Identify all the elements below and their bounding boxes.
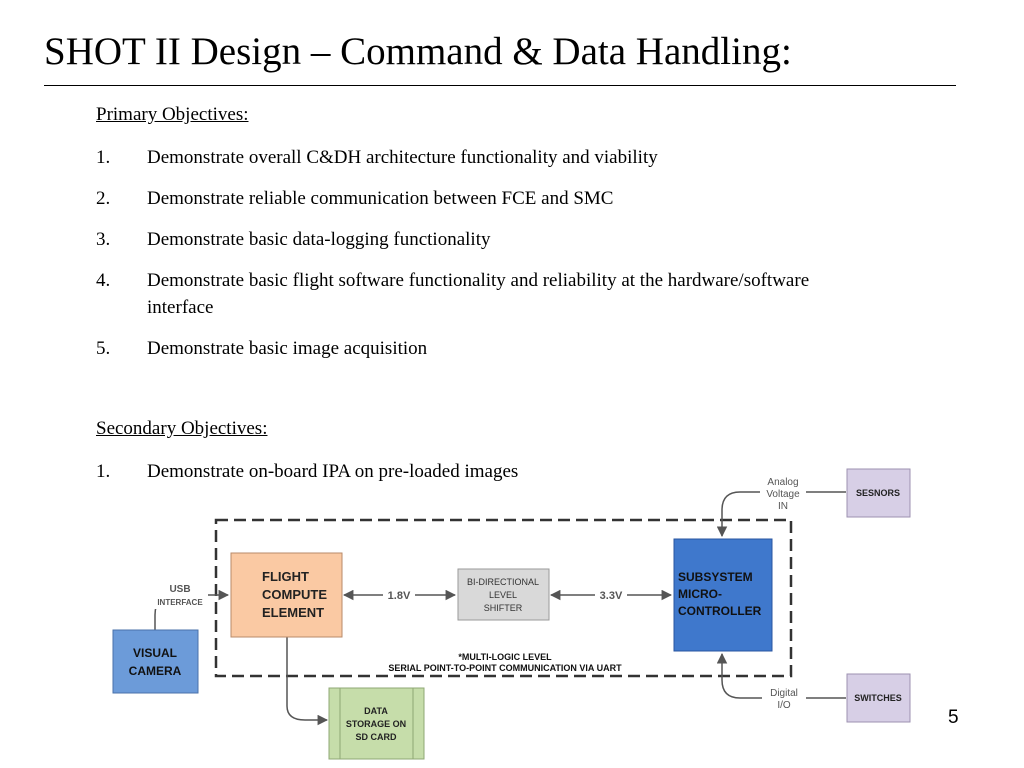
uart-note-line2: Serial Point-to-Point Communication via … bbox=[388, 663, 622, 673]
voltage-label-1v8: 1.8V bbox=[388, 590, 411, 602]
sensors-box bbox=[846, 468, 911, 518]
link-switches-smc bbox=[716, 652, 846, 699]
camera-label-line1: Visual bbox=[133, 646, 177, 660]
item-number: 1. bbox=[96, 147, 111, 168]
sd-storage-box bbox=[328, 687, 425, 760]
fce-label-line3: Element bbox=[262, 605, 324, 620]
usb-label: USB bbox=[169, 584, 190, 595]
io-label: I/O bbox=[777, 700, 791, 711]
primary-objectives-heading: Primary Objectives: bbox=[96, 104, 249, 125]
voltage-label-3v3: 3.3V bbox=[600, 590, 623, 602]
sensors-label: Sesnors bbox=[856, 488, 900, 498]
shifter-label-line3: Shifter bbox=[484, 603, 523, 613]
smc-label-line3: Controller bbox=[678, 604, 762, 618]
storage-label-line2: Storage on bbox=[346, 719, 406, 729]
storage-label-line1: Data bbox=[364, 706, 388, 716]
item-text: Demonstrate reliable communication betwe… bbox=[147, 188, 614, 209]
shifter-label-line1: Bi-Directional bbox=[467, 577, 539, 587]
in-label: IN bbox=[778, 501, 788, 512]
level-shifter-box bbox=[457, 568, 550, 621]
voltage-label: Voltage bbox=[766, 489, 800, 500]
fce-label-line2: Compute bbox=[262, 587, 327, 602]
multi-logic-boundary bbox=[214, 518, 793, 678]
link-fce-storage bbox=[286, 637, 329, 726]
title-divider bbox=[44, 85, 956, 86]
item-number: 4. bbox=[96, 270, 111, 291]
shifter-label-line2: Level bbox=[489, 590, 517, 600]
item-number: 3. bbox=[96, 229, 111, 250]
switches-label: Switches bbox=[854, 693, 902, 703]
link-sensors-smc bbox=[716, 491, 846, 538]
fce-label-line1: Flight bbox=[262, 569, 309, 584]
uart-note-line1: *Multi-Logic Level bbox=[458, 652, 552, 662]
item-text: Demonstrate overall C&DH architecture fu… bbox=[147, 147, 658, 168]
item-text: Demonstrate basic image acquisition bbox=[147, 338, 428, 359]
page-number: 5 bbox=[948, 707, 959, 728]
fce-box bbox=[230, 552, 343, 638]
item-text: Demonstrate on-board IPA on pre-loaded i… bbox=[147, 461, 519, 482]
item-number: 1. bbox=[96, 461, 111, 482]
visual-camera-box bbox=[112, 629, 199, 694]
item-text: Demonstrate basic data-logging functiona… bbox=[147, 229, 491, 250]
smc-label-line1: Subsystem bbox=[678, 570, 753, 584]
smc-box bbox=[673, 538, 773, 652]
item-text: Demonstrate basic flight software functi… bbox=[147, 270, 810, 318]
smc-label-line2: Micro- bbox=[678, 587, 722, 601]
analog-label: Analog bbox=[767, 477, 798, 488]
secondary-objectives-heading: Secondary Objectives: bbox=[96, 418, 268, 439]
digital-label: Digital bbox=[770, 688, 798, 699]
switches-box bbox=[846, 673, 911, 723]
slide-title: SHOT II Design – Command & Data Handling… bbox=[44, 30, 792, 73]
interface-label: Interface bbox=[157, 598, 203, 607]
item-number: 5. bbox=[96, 338, 111, 359]
camera-label-line2: Camera bbox=[129, 664, 182, 678]
storage-label-line3: SD Card bbox=[355, 732, 397, 742]
item-number: 2. bbox=[96, 188, 111, 209]
